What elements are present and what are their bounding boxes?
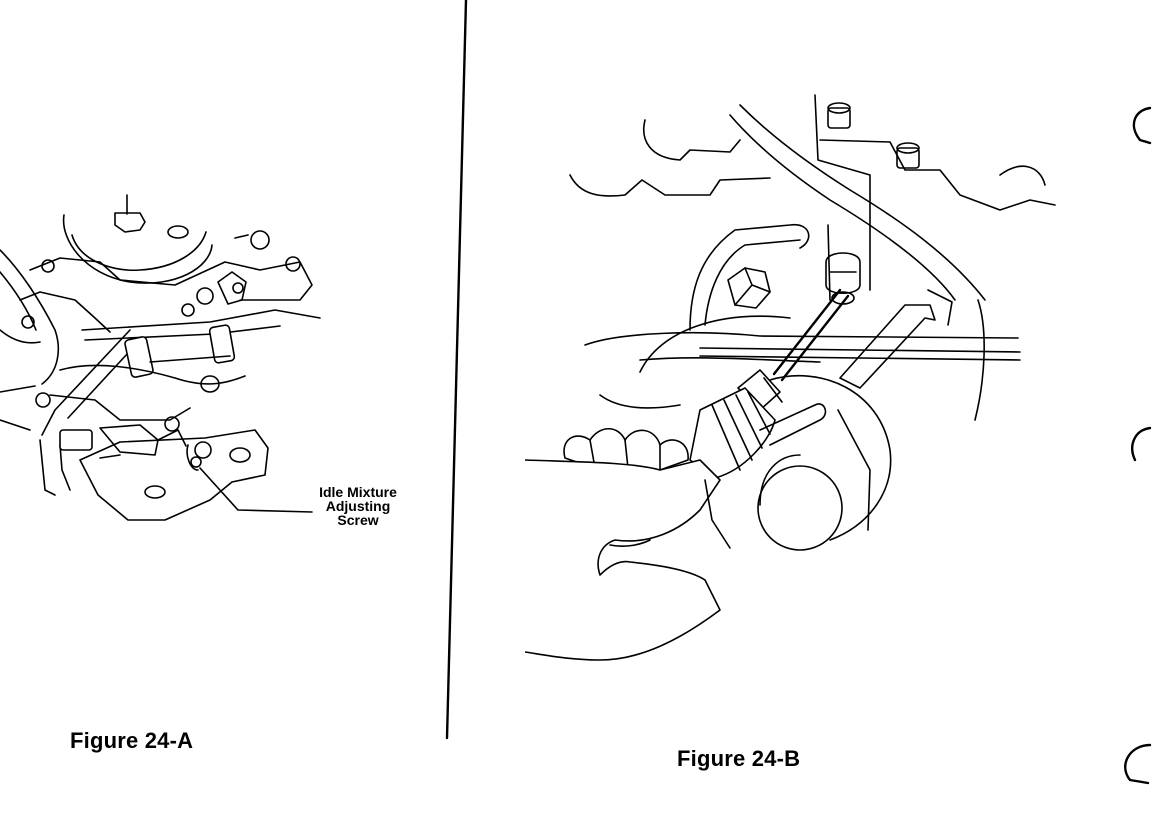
callout-line-2: Adjusting bbox=[325, 498, 391, 514]
figure-24a-panel: Idle Mixture Adjusting Screw Figure 24-A bbox=[0, 0, 460, 832]
figure-24b-panel: Figure 24-B bbox=[470, 0, 1152, 832]
carburetor-illustration bbox=[0, 0, 460, 560]
figure-24a-caption: Figure 24-A bbox=[70, 728, 194, 753]
screwdriver-adjustment-illustration bbox=[470, 0, 1152, 700]
idle-mixture-screw-label: Idle Mixture Adjusting Screw bbox=[300, 485, 416, 527]
callout-line-3: Screw bbox=[337, 512, 379, 528]
figure-24b-caption: Figure 24-B bbox=[677, 746, 801, 771]
callout-line-1: Idle Mixture bbox=[319, 484, 397, 500]
